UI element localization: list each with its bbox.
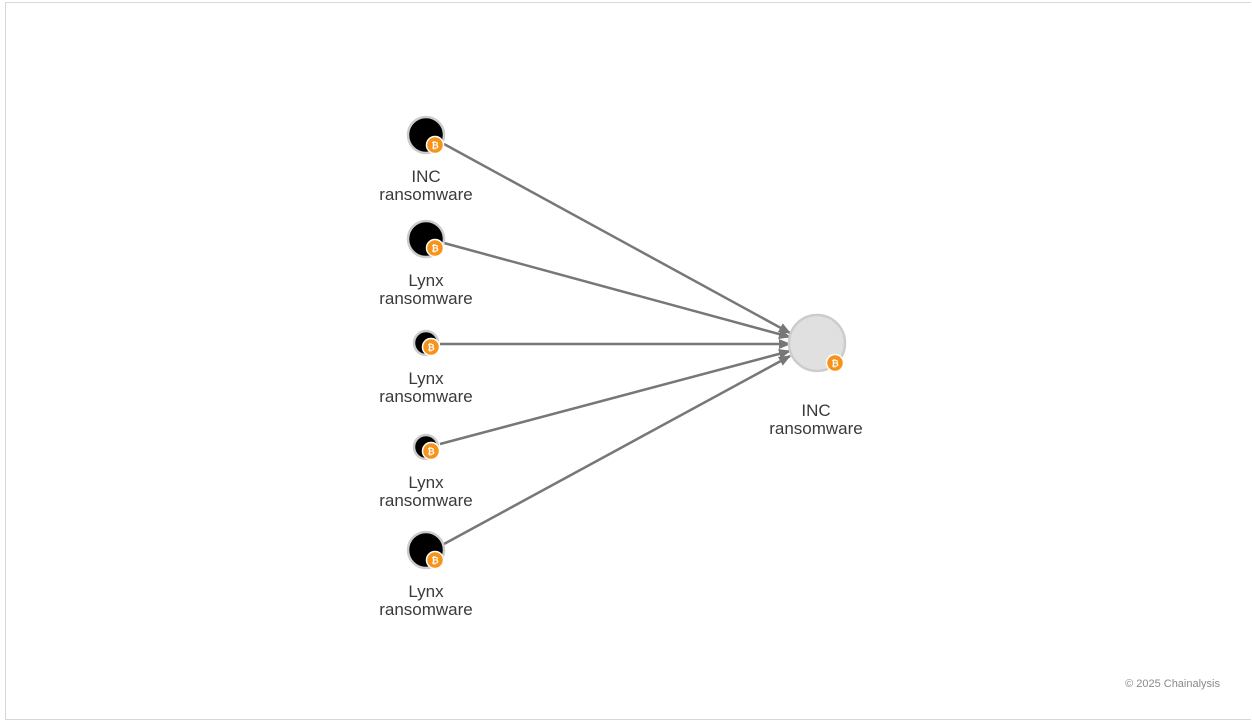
bitcoin-icon: ₿: [425, 135, 445, 155]
source-node[interactable]: ₿ Lynx ransomware: [379, 219, 473, 308]
node-label: ransomware: [379, 600, 473, 619]
svg-text:₿: ₿: [431, 141, 438, 152]
source-node[interactable]: ₿ Lynx ransomware: [379, 329, 473, 406]
diagram-frame: [5, 2, 1251, 720]
target-node[interactable]: ₿ INC ransomware: [769, 313, 863, 438]
node-label: Lynx: [408, 582, 444, 601]
bitcoin-icon: ₿: [825, 353, 845, 373]
node-label: INC: [411, 167, 440, 186]
bitcoin-icon: ₿: [425, 550, 445, 570]
svg-text:₿: ₿: [431, 556, 438, 567]
edge-5[interactable]: [443, 354, 791, 546]
node-label: ransomware: [379, 185, 473, 204]
node-label: Lynx: [408, 473, 444, 492]
edge-2[interactable]: [443, 241, 791, 339]
node-label: ransomware: [379, 289, 473, 308]
node-label: ransomware: [769, 419, 863, 438]
bitcoin-icon: ₿: [421, 441, 441, 461]
edge-1[interactable]: [443, 142, 791, 335]
edges: [439, 142, 791, 546]
source-node[interactable]: ₿ Lynx ransomware: [379, 530, 473, 619]
bitcoin-icon: ₿: [421, 337, 441, 357]
svg-text:₿: ₿: [427, 447, 434, 458]
node-label: INC: [801, 401, 830, 420]
svg-text:₿: ₿: [427, 343, 434, 354]
copyright-text: © 2025 Chainalysis: [1125, 678, 1220, 690]
source-node[interactable]: ₿ Lynx ransomware: [379, 433, 473, 510]
bitcoin-icon: ₿: [425, 238, 445, 258]
svg-text:₿: ₿: [431, 244, 438, 255]
node-label: Lynx: [408, 271, 444, 290]
source-node[interactable]: ₿ INC ransomware: [379, 115, 473, 204]
node-label: Lynx: [408, 369, 444, 388]
edge-4[interactable]: [439, 348, 791, 446]
node-label: ransomware: [379, 491, 473, 510]
svg-text:₿: ₿: [831, 359, 838, 370]
node-label: ransomware: [379, 387, 473, 406]
